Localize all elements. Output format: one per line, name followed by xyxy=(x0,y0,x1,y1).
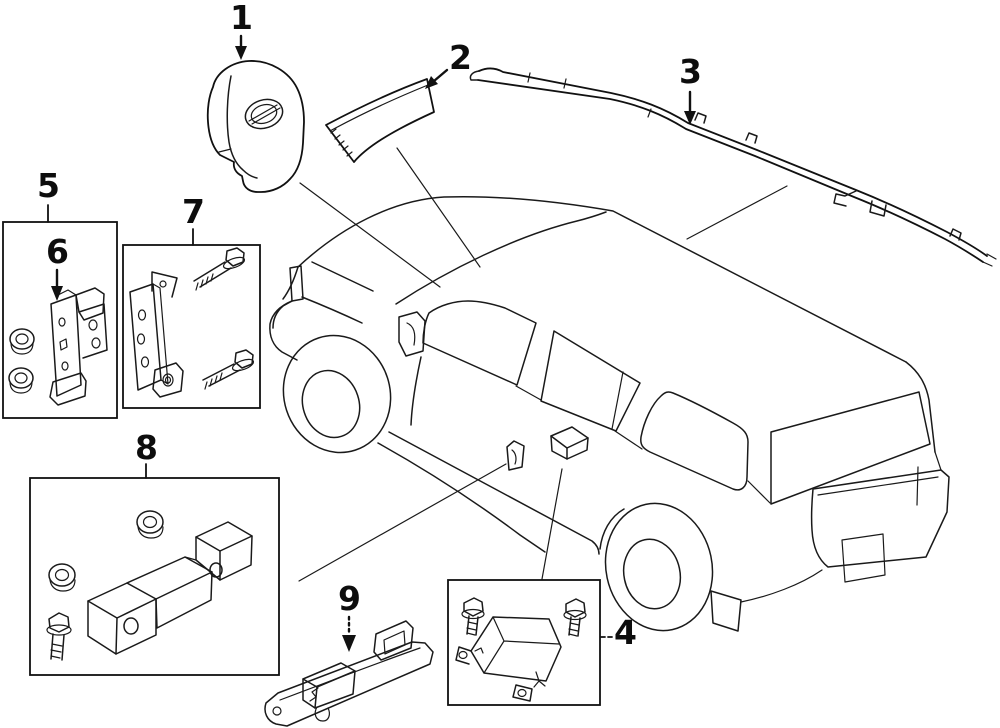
callout-arrows xyxy=(47,34,696,652)
side-impact-sensor-icon xyxy=(49,287,108,406)
callout-4[interactable]: 4 xyxy=(614,613,637,652)
driver-airbag-module-icon xyxy=(206,60,305,193)
part-box-7 xyxy=(122,244,261,409)
airbag-control-module-icon xyxy=(455,616,562,702)
callout-2[interactable]: 2 xyxy=(449,38,472,77)
callout-9[interactable]: 9 xyxy=(338,579,361,618)
arrow-part2 xyxy=(432,68,449,83)
vehicle-outline-icon xyxy=(269,195,950,632)
callout-8[interactable]: 8 xyxy=(135,428,158,467)
flange-nut-icon xyxy=(8,328,35,394)
leader-part1 xyxy=(299,182,441,288)
part-box-8 xyxy=(29,477,280,676)
callout-6[interactable]: 6 xyxy=(46,232,69,271)
flange-bolt-icon xyxy=(46,612,72,661)
leader-lines xyxy=(298,147,788,582)
sensor-mounting-bracket-icon xyxy=(129,271,184,398)
front-impact-sensor-icon xyxy=(87,521,253,655)
leader-part3 xyxy=(686,185,788,240)
callout-3[interactable]: 3 xyxy=(679,52,702,91)
callout-7[interactable]: 7 xyxy=(182,192,205,231)
curtain-airbag-icon xyxy=(469,67,997,267)
passenger-airbag-door-icon xyxy=(325,78,435,163)
leader-part8 xyxy=(298,463,507,582)
leader-part4 xyxy=(541,468,563,580)
occupant-sensor-bracket-icon xyxy=(264,620,434,727)
flange-nut-icon xyxy=(48,510,164,592)
flange-bolt-icon xyxy=(461,597,587,637)
b-pillar-sensor-icon xyxy=(506,440,525,471)
callout-5[interactable]: 5 xyxy=(37,166,60,205)
leader-part2 xyxy=(396,147,481,268)
part-box-5 xyxy=(2,221,118,419)
callout-1[interactable]: 1 xyxy=(230,0,253,37)
floor-control-module-icon xyxy=(550,426,589,460)
part-box-4 xyxy=(447,579,601,706)
flange-bolt-icon xyxy=(193,247,255,390)
